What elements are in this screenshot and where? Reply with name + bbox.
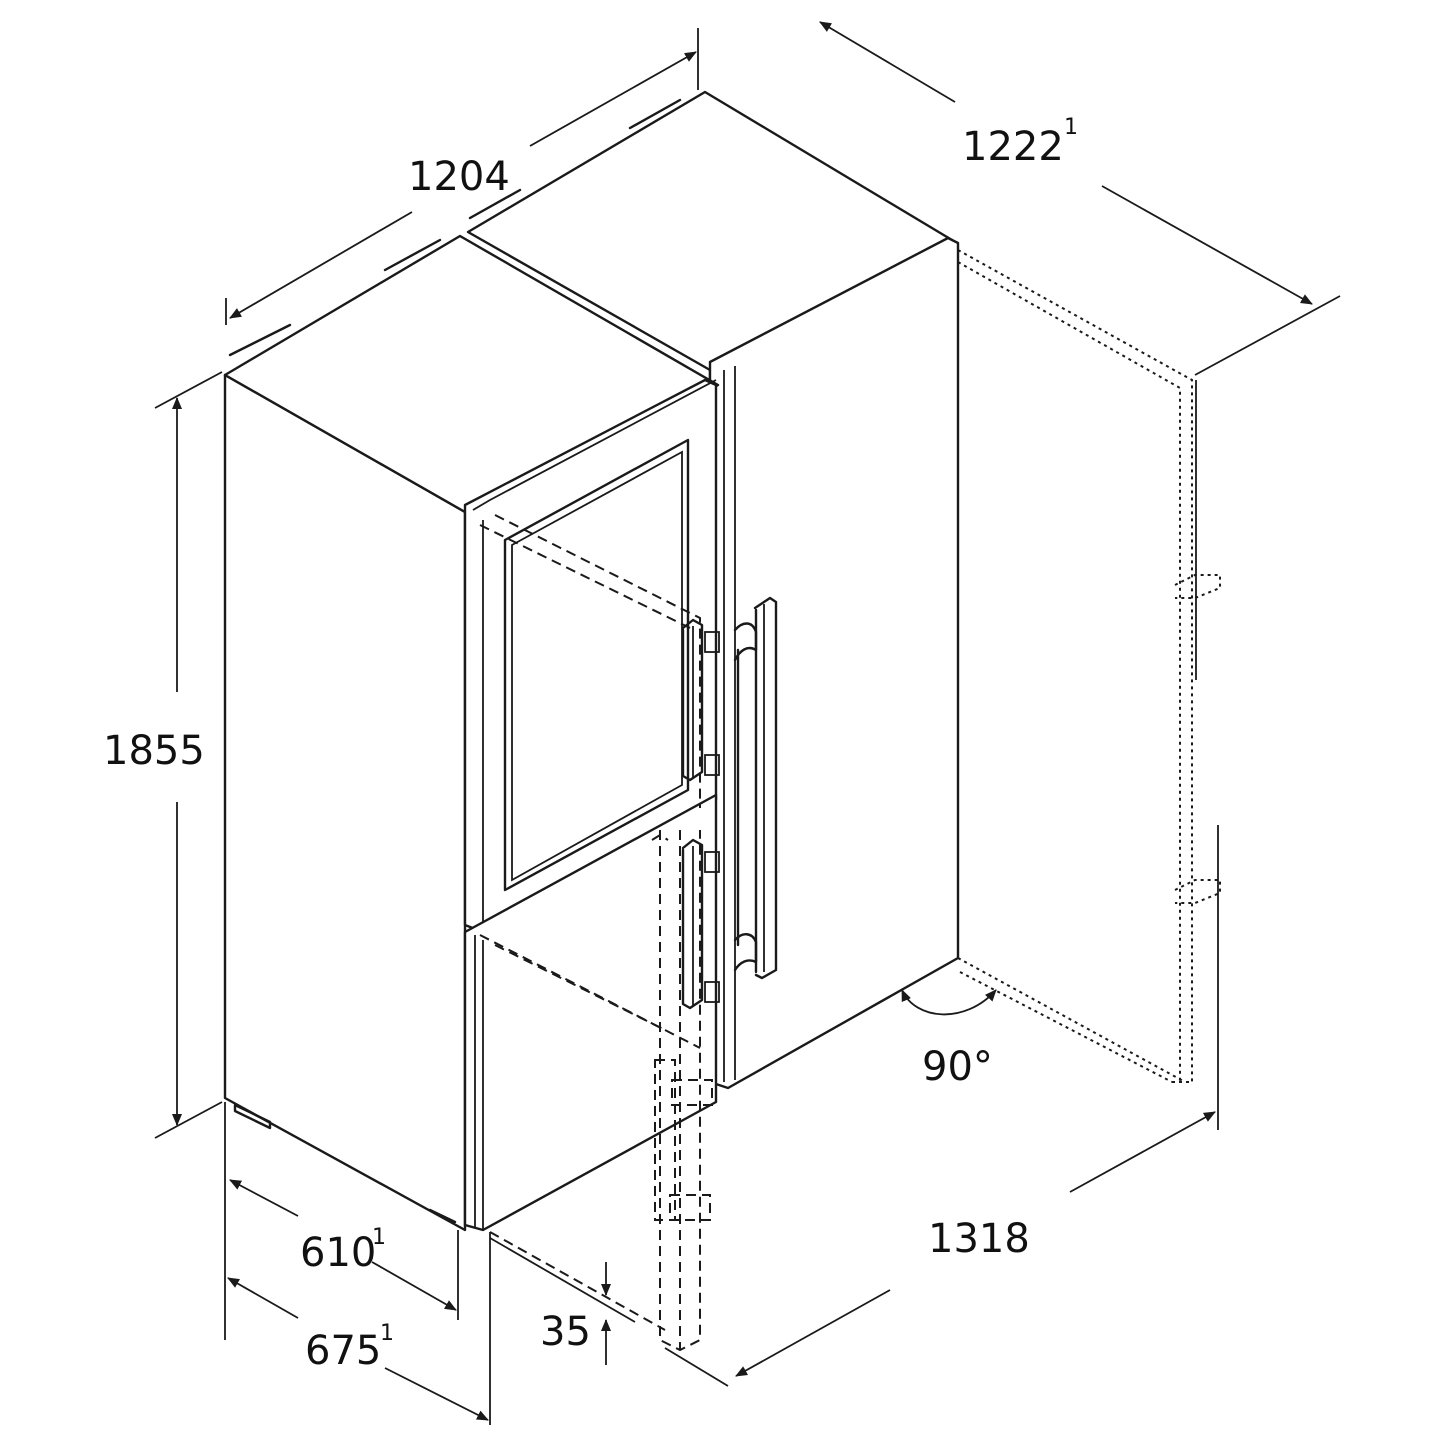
dim-1222-label: 1222 (962, 124, 1064, 170)
dim-1204-label: 1204 (408, 154, 510, 200)
dim-angle-label: 90° (922, 1044, 993, 1090)
open-door-ghosts (479, 514, 713, 1352)
lower-door-handle (681, 838, 720, 1010)
dim-35-label: 35 (540, 1309, 591, 1355)
dim-1318: 1318 (664, 1111, 1216, 1387)
dim-1855-label: 1855 (103, 728, 205, 774)
dim-1222-note: 1 (1064, 115, 1078, 140)
dim-675: 675 1 (227, 1232, 491, 1425)
dim-675-note: 1 (380, 1321, 394, 1346)
wine-door-glass (503, 438, 690, 892)
right-cabinet (466, 90, 960, 1090)
dim-610-label: 610 (300, 1230, 376, 1276)
left-cabinet-side (223, 373, 467, 1232)
dim-35: 35 (489, 1237, 636, 1365)
dim-610: 610 1 (224, 1102, 459, 1340)
dim-angle: 90° (901, 989, 997, 1090)
right-door-open-ghost (957, 249, 1221, 1130)
dim-675-label: 675 (305, 1328, 381, 1374)
lower-door (463, 793, 718, 1232)
left-cabinet (223, 234, 720, 1232)
wine-door-handle (681, 618, 720, 782)
dim-610-note: 1 (372, 1225, 386, 1250)
right-door-handle (733, 596, 778, 980)
dim-1222: 1222 1 (819, 21, 1341, 376)
dim-1318-label: 1318 (928, 1216, 1030, 1262)
dim-1855: 1855 (103, 371, 223, 1139)
dim-1204: 1204 (225, 28, 699, 325)
